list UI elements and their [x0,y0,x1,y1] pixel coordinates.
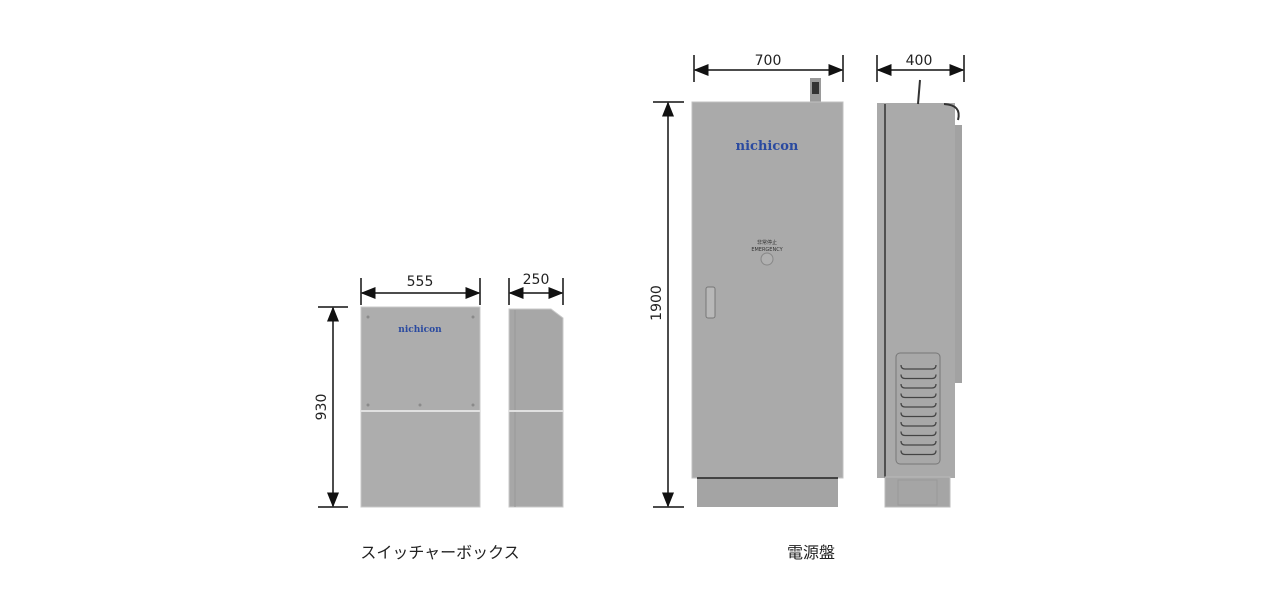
power-panel-logo: nichicon [735,139,799,154]
vent-louver [900,364,937,370]
switch-box-front [360,306,481,508]
vent-louver [900,431,937,437]
switch-box-logo: nichicon [398,325,442,335]
switch-box-width-label: 555 [406,274,434,290]
switch-box-side [508,308,564,508]
vent-louver [900,383,937,389]
switch-box-height-label: 930 [314,393,330,421]
vent-louver [900,440,937,446]
vent-louver [900,374,937,380]
power-panel-width-label: 700 [754,53,782,69]
emergency-label-en: EMERGENCY [751,247,783,253]
power-panel-height-label: 1900 [649,285,665,321]
power-panel-caption: 電源盤 [786,543,836,562]
emergency-label-jp: 非常停止 [756,240,777,246]
power-panel-front [691,78,844,507]
power-panel-depth-label: 400 [905,53,933,69]
vent-louver [900,402,937,408]
switch-box-depth-label: 250 [522,272,550,288]
power-panel-side [877,79,962,508]
switch-box-caption: スイッチャーボックス [360,543,520,562]
vent-louver [900,412,937,418]
vent-louver [900,393,937,399]
vent-louver [900,421,937,427]
vent-louver [900,450,937,456]
emergency-stop-label: 非常停止 EMERGENCY [751,240,782,254]
